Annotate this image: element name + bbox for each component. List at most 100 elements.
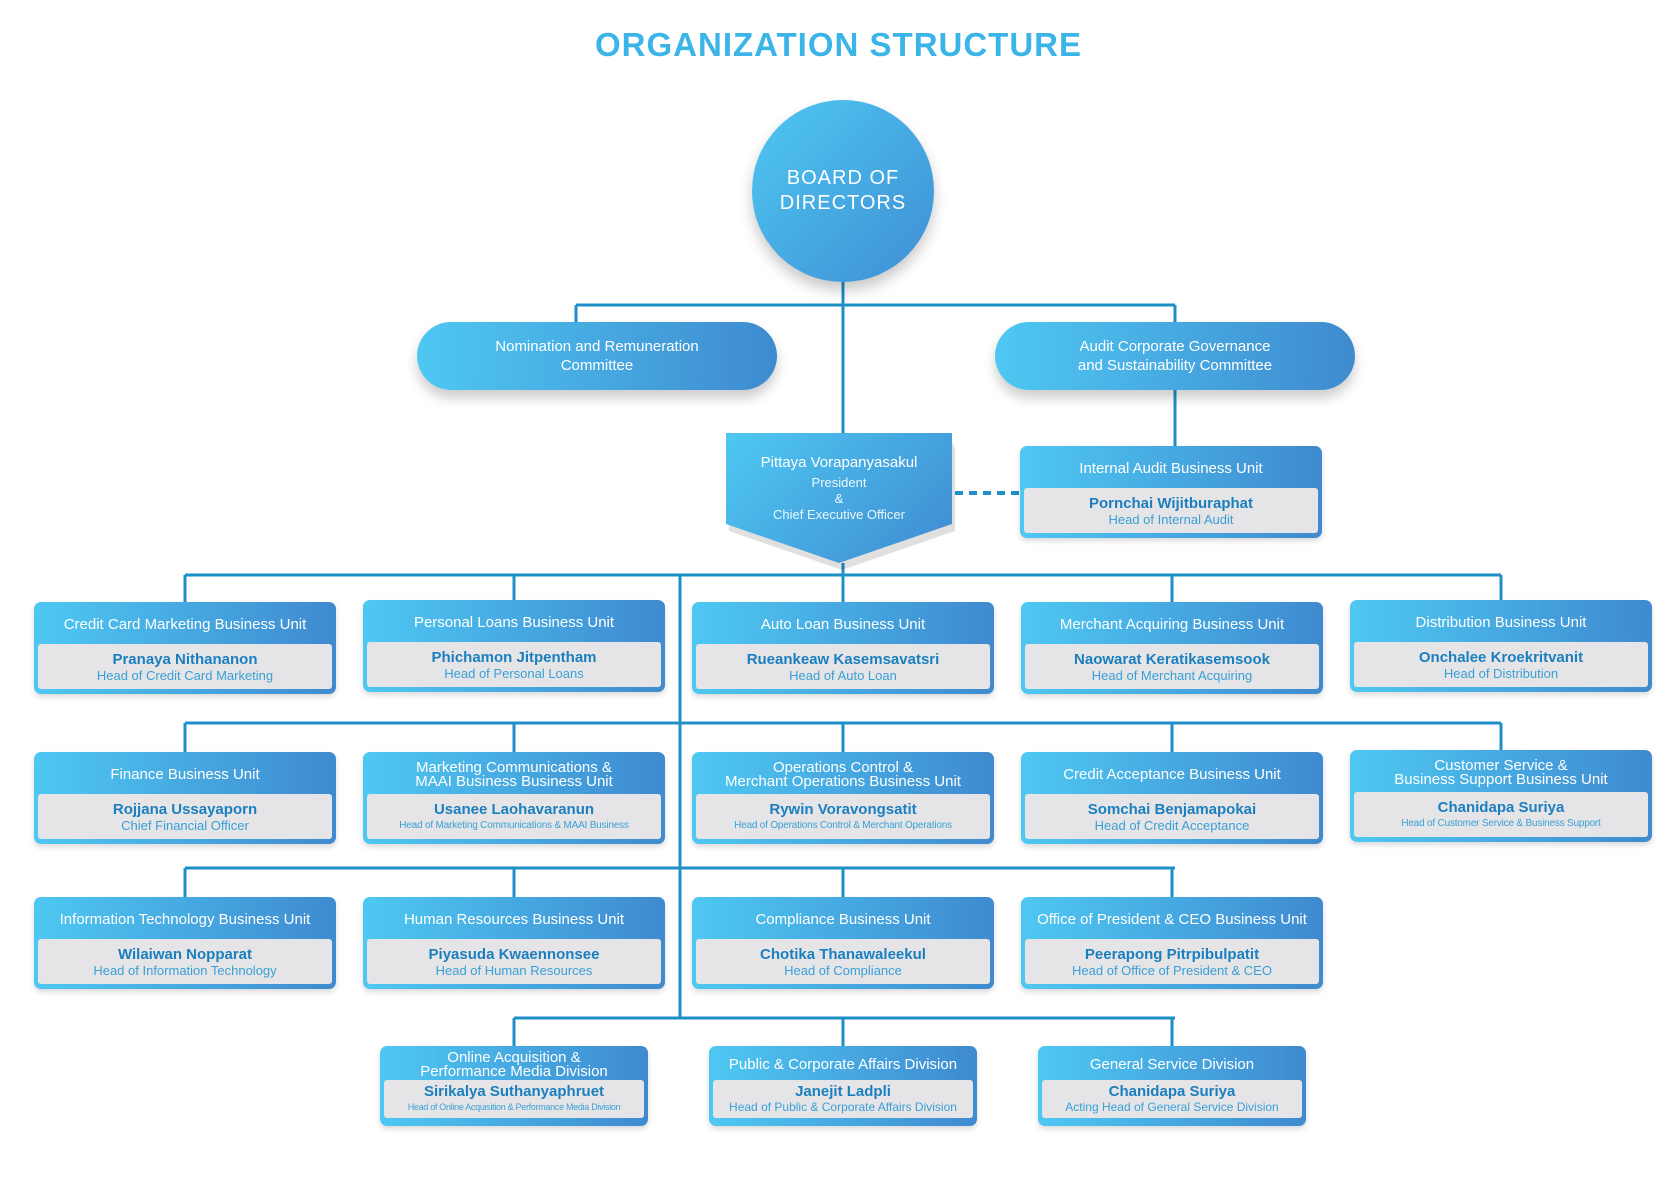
head-name: Chanidapa Suriya	[1437, 798, 1565, 816]
internal-audit-unit: Internal Audit Business Unit Pornchai Wi…	[1020, 446, 1322, 538]
unit-head: Piyasuda Kwaennonsee Head of Human Resou…	[367, 939, 661, 984]
head-name: Wilaiwan Nopparat	[117, 945, 253, 963]
personal-loans-unit: Personal Loans Business Unit Phichamon J…	[363, 600, 665, 692]
head-name: Phichamon Jitpentham	[431, 648, 597, 666]
head-name: Rueankeaw Kasemsavatsri	[746, 650, 940, 668]
head-role: Head of Operations Control & Merchant Op…	[734, 819, 952, 831]
head-role: Head of Merchant Acquiring	[1091, 667, 1253, 683]
head-name: Peerapong Pitrpibulpatit	[1084, 945, 1260, 963]
general-service-division: General Service Division Chanidapa Suriy…	[1038, 1046, 1306, 1126]
audit-committee-node: Audit Corporate Governance and Sustainab…	[995, 322, 1355, 390]
unit-title: Credit Acceptance Business Unit	[1063, 766, 1281, 783]
customer-service-unit: Customer Service & Business Support Busi…	[1350, 750, 1652, 842]
unit-head: Rueankeaw Kasemsavatsri Head of Auto Loa…	[696, 644, 990, 689]
head-name: Somchai Benjamapokai	[1087, 800, 1257, 818]
auto-loan-unit: Auto Loan Business Unit Rueankeaw Kasems…	[692, 602, 994, 694]
unit-head: Phichamon Jitpentham Head of Personal Lo…	[367, 642, 661, 687]
nomination-committee-label: Nomination and Remuneration Committee	[495, 338, 699, 374]
operations-control-unit: Operations Control & Merchant Operations…	[692, 752, 994, 844]
unit-head: Chanidapa Suriya Head of Customer Servic…	[1354, 792, 1648, 837]
head-name: Onchalee Kroekritvanit	[1418, 648, 1584, 666]
head-name: Chotika Thanawaleekul	[760, 945, 926, 963]
unit-title: Human Resources Business Unit	[403, 911, 625, 928]
unit-title: Credit Card Marketing Business Unit	[63, 616, 307, 633]
unit-title: Information Technology Business Unit	[59, 911, 311, 928]
public-corporate-affairs-division: Public & Corporate Affairs Division Jane…	[709, 1046, 977, 1126]
head-name: Naowarat Keratikasemsook	[1074, 650, 1270, 668]
head-role: Head of Internal Audit	[1108, 511, 1234, 527]
head-role: Head of Human Resources	[435, 962, 593, 978]
unit-head: Rywin Voravongsatit Head of Operations C…	[696, 794, 990, 839]
unit-title: Office of President & CEO Business Unit	[1037, 911, 1307, 928]
unit-head: Wilaiwan Nopparat Head of Information Te…	[38, 939, 332, 984]
distribution-unit: Distribution Business Unit Onchalee Kroe…	[1350, 600, 1652, 692]
head-name: Usanee Laohavaranun	[433, 800, 595, 818]
head-role: Head of Customer Service & Business Supp…	[1401, 817, 1601, 829]
unit-head: Onchalee Kroekritvanit Head of Distribut…	[1354, 642, 1648, 687]
nomination-committee-node: Nomination and Remuneration Committee	[417, 322, 777, 390]
unit-title: Distribution Business Unit	[1415, 614, 1587, 631]
unit-head: Naowarat Keratikasemsook Head of Merchan…	[1025, 644, 1319, 689]
head-role: Head of Compliance	[784, 962, 902, 978]
head-role: Head of Marketing Communications & MAAI …	[399, 819, 629, 831]
head-name: Pranaya Nithananon	[112, 650, 258, 668]
unit-head: Pranaya Nithananon Head of Credit Card M…	[38, 644, 332, 689]
head-name: Pornchai Wijitburaphat	[1088, 494, 1254, 512]
unit-head: Janejit Ladpli Head of Public & Corporat…	[713, 1080, 973, 1118]
unit-head: Chotika Thanawaleekul Head of Compliance	[696, 939, 990, 984]
human-resources-unit: Human Resources Business Unit Piyasuda K…	[363, 897, 665, 989]
unit-title: Online Acquisition & Performance Media D…	[420, 1049, 608, 1080]
unit-title: Marketing Communications & MAAI Business…	[415, 759, 613, 790]
compliance-unit: Compliance Business Unit Chotika Thanawa…	[692, 897, 994, 989]
merchant-acquiring-unit: Merchant Acquiring Business Unit Naowara…	[1021, 602, 1323, 694]
finance-unit: Finance Business Unit Rojjana Ussayaporn…	[34, 752, 336, 844]
board-of-directors-node: BOARD OF DIRECTORS	[752, 100, 934, 282]
head-name: Rywin Voravongsatit	[769, 800, 917, 818]
unit-title: Finance Business Unit	[110, 766, 260, 783]
head-name: Rojjana Ussayaporn	[112, 800, 258, 818]
head-role: Head of Credit Card Marketing	[96, 667, 274, 683]
unit-title: Merchant Acquiring Business Unit	[1059, 616, 1285, 633]
online-acquisition-division: Online Acquisition & Performance Media D…	[380, 1046, 648, 1126]
page-title: ORGANIZATION STRUCTURE	[594, 26, 1083, 63]
unit-title: Internal Audit Business Unit	[1079, 460, 1263, 477]
unit-title: Compliance Business Unit	[755, 911, 931, 928]
unit-head: Sirikalya Suthanyaphruet Head of Online …	[384, 1080, 644, 1118]
head-role: Chief Financial Officer	[121, 817, 249, 833]
head-name: Sirikalya Suthanyaphruet	[423, 1083, 605, 1100]
marketing-communications-unit: Marketing Communications & MAAI Business…	[363, 752, 665, 844]
ceo-role: President & Chief Executive Officer	[773, 475, 905, 522]
head-name: Piyasuda Kwaennonsee	[428, 945, 600, 963]
unit-head: Usanee Laohavaranun Head of Marketing Co…	[367, 794, 661, 839]
head-role: Head of Office of President & CEO	[1072, 962, 1272, 978]
board-label: BOARD OF DIRECTORS	[779, 167, 907, 214]
unit-head: Peerapong Pitrpibulpatit Head of Office …	[1025, 939, 1319, 984]
head-name: Janejit Ladpli	[795, 1083, 891, 1100]
credit-card-marketing-unit: Credit Card Marketing Business Unit Pran…	[34, 602, 336, 694]
head-role: Head of Credit Acceptance	[1094, 817, 1250, 833]
head-role: Head of Auto Loan	[789, 667, 897, 683]
unit-title: Public & Corporate Affairs Division	[728, 1056, 958, 1073]
unit-title: Personal Loans Business Unit	[413, 614, 615, 631]
unit-head: Somchai Benjamapokai Head of Credit Acce…	[1025, 794, 1319, 839]
head-role: Acting Head of General Service Division	[1065, 1100, 1279, 1114]
head-role: Head of Information Technology	[93, 962, 277, 978]
unit-head: Rojjana Ussayaporn Chief Financial Offic…	[38, 794, 332, 839]
credit-acceptance-unit: Credit Acceptance Business Unit Somchai …	[1021, 752, 1323, 844]
office-of-president-unit: Office of President & CEO Business Unit …	[1021, 897, 1323, 989]
ceo-name: Pittaya Vorapanyasakul	[760, 454, 918, 471]
unit-title: General Service Division	[1089, 1056, 1255, 1073]
unit-title: Operations Control & Merchant Operations…	[725, 759, 961, 790]
head-name: Chanidapa Suriya	[1108, 1083, 1236, 1100]
head-role: Head of Public & Corporate Affairs Divis…	[729, 1100, 957, 1114]
unit-head: Pornchai Wijitburaphat Head of Internal …	[1024, 488, 1318, 533]
unit-title: Auto Loan Business Unit	[760, 616, 926, 633]
head-role: Head of Online Acquisition & Performance…	[407, 1102, 621, 1112]
audit-committee-label: Audit Corporate Governance and Sustainab…	[1077, 338, 1273, 374]
head-role: Head of Distribution	[1443, 665, 1559, 681]
unit-head: Chanidapa Suriya Acting Head of General …	[1042, 1080, 1302, 1118]
information-technology-unit: Information Technology Business Unit Wil…	[34, 897, 336, 989]
unit-title: Customer Service & Business Support Busi…	[1394, 757, 1608, 788]
head-role: Head of Personal Loans	[444, 665, 584, 681]
